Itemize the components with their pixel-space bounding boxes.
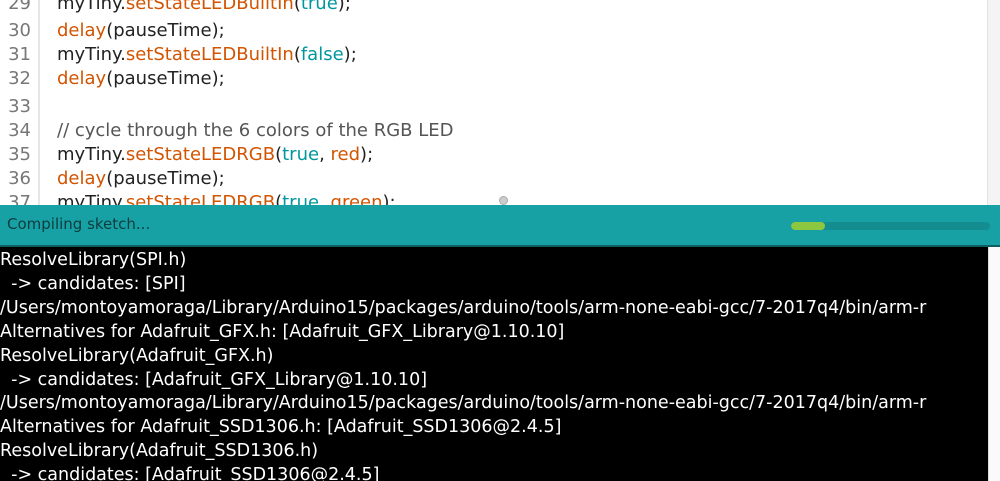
line-number: 36	[8, 168, 31, 189]
console-line: -> candidates: [Adafruit_SSD1306@2.4.5]	[0, 465, 380, 481]
line-number: 29	[8, 0, 31, 14]
code-text: myTiny.setStateLEDRGB(true, green);	[57, 191, 396, 205]
code-token: green	[330, 192, 383, 205]
console-line: -> candidates: [SPI]	[0, 273, 186, 294]
code-token: setStateLEDRGB	[125, 192, 276, 205]
line-number: 33	[8, 96, 31, 117]
line-number-gutter	[0, 0, 40, 205]
code-token: );	[337, 0, 351, 14]
code-token: ,	[319, 144, 331, 165]
code-token: (pauseTime);	[106, 68, 225, 89]
console-line: Alternatives for Adafruit_GFX.h: [Adafru…	[0, 321, 565, 342]
progress-fill	[791, 222, 825, 230]
code-token: myTiny.	[57, 0, 126, 14]
compile-progress-bar	[791, 222, 990, 230]
code-token: setStateLEDBuiltIn	[125, 44, 294, 65]
code-text: myTiny.setStateLEDBuiltIn(true);	[57, 0, 351, 16]
console-scrollbar[interactable]	[988, 247, 1000, 481]
code-token: false	[300, 44, 344, 65]
line-number: 37	[8, 192, 31, 205]
code-token: ,	[319, 192, 331, 205]
code-token: myTiny.	[57, 144, 126, 165]
code-token: (pauseTime);	[106, 168, 225, 189]
console-line: /Users/montoyamoraga/Library/Arduino15/p…	[0, 297, 927, 318]
console-line: Alternatives for Adafruit_SSD1306.h: [Ad…	[0, 417, 562, 438]
code-token: delay	[57, 20, 107, 41]
code-token: true	[282, 192, 320, 205]
status-message: Compiling sketch...	[7, 215, 151, 233]
console-line: -> candidates: [Adafruit_GFX_Library@1.1…	[0, 369, 428, 390]
console-line: ResolveLibrary(Adafruit_GFX.h)	[0, 345, 274, 366]
line-number: 32	[8, 68, 31, 89]
code-text: delay(pauseTime);	[57, 67, 225, 91]
code-token: (	[275, 192, 283, 205]
code-text: // cycle through the 6 colors of the RGB…	[57, 119, 454, 143]
console-output[interactable]: ResolveLibrary(SPI.h) -> candidates: [SP…	[0, 247, 988, 481]
code-token: setStateLEDRGB	[125, 144, 276, 165]
code-token: (pauseTime);	[106, 20, 225, 41]
code-text: myTiny.setStateLEDRGB(true, red);	[57, 143, 373, 167]
code-token: delay	[57, 68, 107, 89]
splitter-handle[interactable]	[499, 196, 508, 205]
code-token: );	[382, 192, 396, 205]
code-text: myTiny.setStateLEDBuiltIn(false);	[57, 43, 357, 67]
code-token: true	[282, 144, 320, 165]
code-token: (	[293, 44, 301, 65]
line-number: 30	[8, 20, 31, 41]
code-token: (	[275, 144, 283, 165]
code-text: delay(pauseTime);	[57, 19, 225, 43]
code-token: true	[300, 0, 338, 14]
code-token: );	[343, 44, 357, 65]
console-line: /Users/montoyamoraga/Library/Arduino15/p…	[0, 393, 927, 414]
line-number: 31	[8, 44, 31, 65]
code-token: // cycle through the 6 colors of the RGB…	[57, 120, 454, 141]
line-number: 35	[8, 144, 31, 165]
code-token: myTiny.	[57, 44, 126, 65]
code-token: red	[330, 144, 361, 165]
console-line: ResolveLibrary(Adafruit_SSD1306.h)	[0, 441, 319, 462]
console-line: ResolveLibrary(SPI.h)	[0, 250, 187, 270]
code-token: myTiny.	[57, 192, 126, 205]
code-token: (	[293, 0, 301, 14]
editor-scrollbar[interactable]	[987, 0, 1000, 205]
code-token: setStateLEDBuiltIn	[125, 0, 294, 14]
code-token: delay	[57, 168, 107, 189]
line-number: 34	[8, 120, 31, 141]
code-token: );	[360, 144, 374, 165]
code-text: delay(pauseTime);	[57, 167, 225, 191]
